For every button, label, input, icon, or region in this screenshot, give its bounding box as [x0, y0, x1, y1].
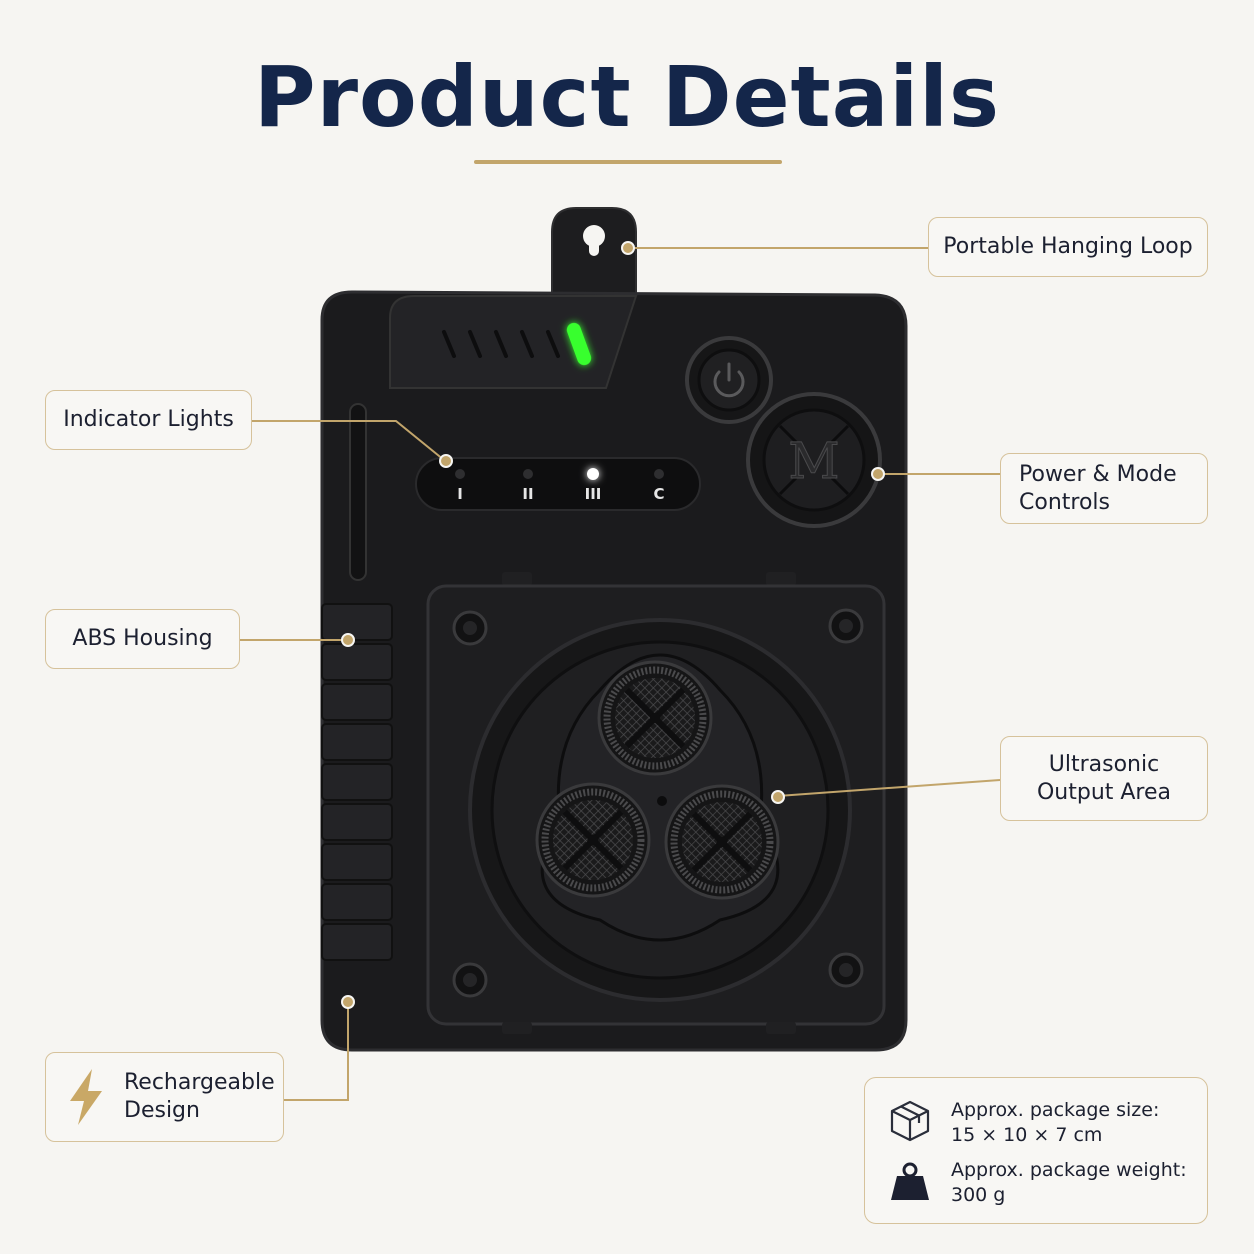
callout-hanging-loop-label: Portable Hanging Loop — [943, 234, 1193, 259]
callout-abs-housing: ABS Housing — [45, 609, 240, 669]
spec-weight-label: Approx. package weight: — [951, 1159, 1187, 1181]
callout-rechargeable-label: Rechargeable Design — [124, 1070, 275, 1123]
indicator-label-3: III — [585, 485, 602, 503]
transducer-2 — [535, 782, 651, 898]
spec-size: Approx. package size: 15 × 10 × 7 cm — [887, 1098, 1159, 1148]
spec-size-label: Approx. package size: — [951, 1099, 1160, 1121]
status-led — [566, 322, 592, 366]
callout-abs-housing-label: ABS Housing — [72, 626, 213, 651]
package-specs: Approx. package size: 15 × 10 × 7 cm App… — [864, 1077, 1208, 1224]
indicator-dot-2 — [523, 469, 533, 479]
spec-weight: Approx. package weight: 300 g — [887, 1158, 1187, 1208]
mode-button: M — [746, 392, 882, 528]
indicator-label-2: II — [522, 485, 533, 503]
ultrasonic-panel — [426, 572, 886, 1034]
hanging-loop — [551, 207, 637, 301]
indicator-dot-1 — [455, 469, 465, 479]
callout-ultrasonic: Ultrasonic Output Area — [1000, 736, 1208, 821]
package-box-icon — [890, 1100, 930, 1142]
callout-power-mode: Power & Mode Controls — [1000, 453, 1208, 524]
indicator-label-4: C — [653, 485, 664, 503]
spec-size-value: 15 × 10 × 7 cm — [951, 1124, 1103, 1146]
lightning-bolt-icon — [70, 1069, 102, 1125]
mode-button-letter: M — [788, 432, 839, 490]
indicator-label-1: I — [457, 485, 463, 503]
callout-rechargeable: Rechargeable Design — [45, 1052, 284, 1142]
indicator-dot-3 — [587, 468, 599, 480]
page-title: Product Details — [254, 48, 1000, 146]
transducer-1 — [597, 660, 713, 776]
power-button — [685, 336, 773, 424]
callout-hanging-loop: Portable Hanging Loop — [928, 217, 1208, 277]
callout-ultrasonic-label: Ultrasonic Output Area — [1036, 751, 1172, 805]
weight-icon — [891, 1162, 929, 1200]
indicator-dot-4 — [654, 469, 664, 479]
callout-power-mode-label: Power & Mode Controls — [1019, 461, 1177, 515]
power-icon — [713, 362, 745, 398]
title-underline — [474, 160, 782, 164]
callout-indicator-lights-label: Indicator Lights — [63, 407, 234, 432]
transducer-3 — [664, 784, 780, 900]
leader-lines — [240, 247, 1001, 1101]
callout-indicator-lights: Indicator Lights — [45, 390, 252, 450]
spec-weight-value: 300 g — [951, 1184, 1006, 1206]
